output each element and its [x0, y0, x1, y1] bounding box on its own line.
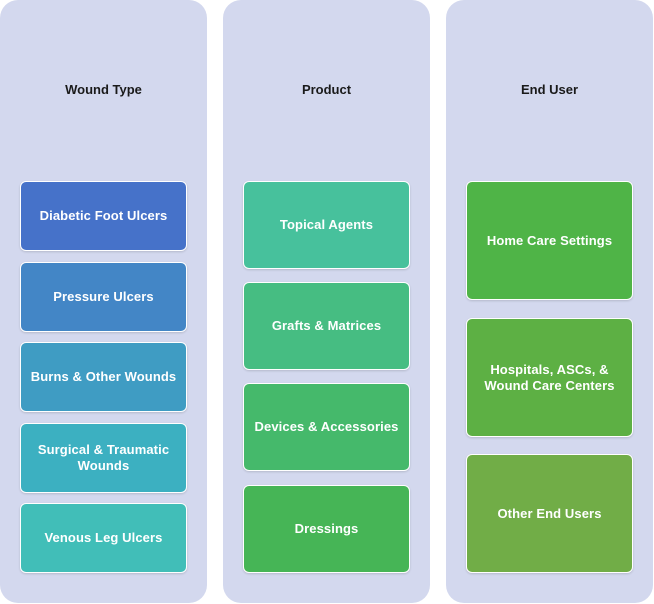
- pressure-ulcers-box: Pressure Ulcers: [20, 262, 187, 332]
- diabetic-foot-ulcers-box: Diabetic Foot Ulcers: [20, 181, 187, 251]
- burns-other-wounds-box: Burns & Other Wounds: [20, 342, 187, 412]
- wound-type-title: Wound Type: [65, 82, 142, 97]
- end-user-title: End User: [520, 82, 579, 97]
- product-column: Product Topical Agents Grafts & Matrices…: [223, 0, 430, 603]
- surgical-traumatic-wounds-box: Surgical & Traumatic Wounds: [20, 423, 187, 493]
- hospitals-ascs-wound-care-centers-box: Hospitals, ASCs, & Wound Care Centers: [466, 318, 633, 437]
- home-care-settings-box: Home Care Settings: [466, 181, 633, 300]
- product-title: Product: [301, 82, 352, 97]
- devices-accessories-box: Devices & Accessories: [243, 383, 410, 471]
- dressings-box: Dressings: [243, 485, 410, 573]
- grafts-matrices-box: Grafts & Matrices: [243, 282, 410, 370]
- topical-agents-box: Topical Agents: [243, 181, 410, 269]
- wound-type-column: Wound Type Diabetic Foot Ulcers Pressure…: [0, 0, 207, 603]
- end-user-column: End User Home Care Settings Hospitals, A…: [446, 0, 653, 603]
- venous-leg-ulcers-box: Venous Leg Ulcers: [20, 503, 187, 573]
- other-end-users-box: Other End Users: [466, 454, 633, 573]
